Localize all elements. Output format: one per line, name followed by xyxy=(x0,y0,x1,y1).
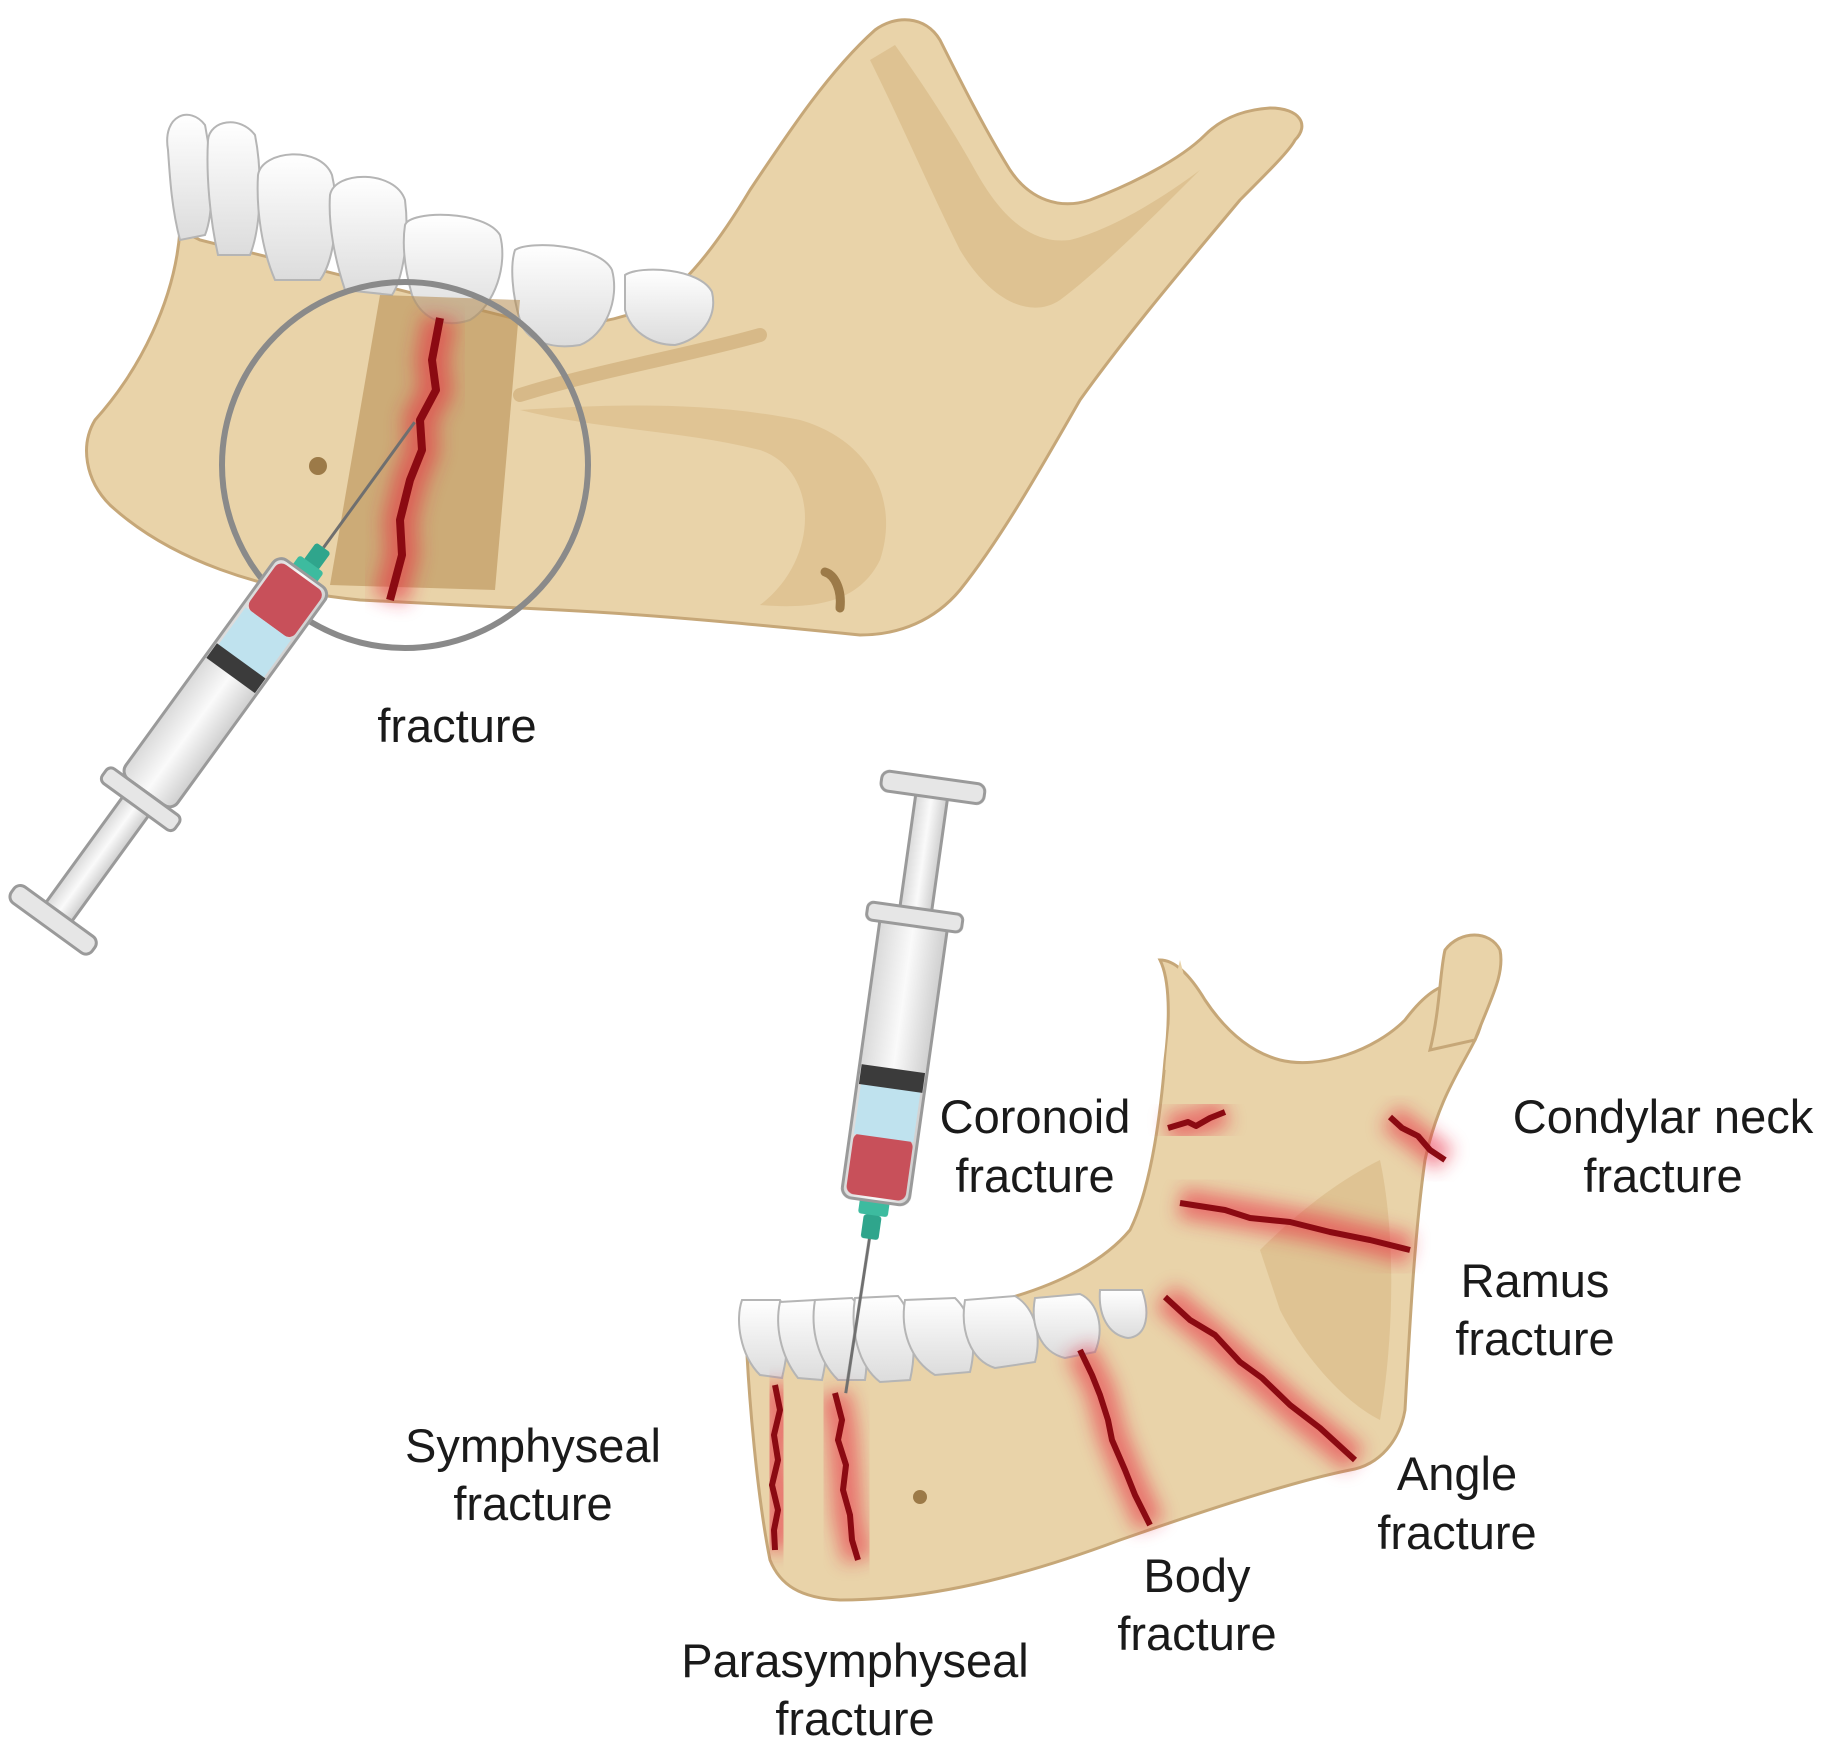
condylar-neck-label: Condylar neck fracture xyxy=(1513,1090,1814,1202)
condylar-neck-fracture-line xyxy=(1387,1114,1447,1163)
parasymphyseal-label-line2: fracture xyxy=(775,1692,934,1745)
coronoid-label: Coronoid fracture xyxy=(940,1090,1131,1202)
ramus-fracture-line xyxy=(1179,1200,1411,1253)
syringe-icon xyxy=(840,769,987,1394)
parasymphyseal-label: Parasymphyseal fracture xyxy=(681,1634,1028,1745)
bottom-condyle xyxy=(1427,933,1503,1052)
symphyseal-label: Symphyseal fracture xyxy=(405,1419,661,1530)
bottom-fracture-lines xyxy=(769,1109,1447,1561)
angle-label-line1: Angle xyxy=(1397,1447,1517,1500)
coronoid-fracture-line xyxy=(1167,1109,1227,1131)
top-teeth xyxy=(166,113,715,348)
syringe-icon xyxy=(8,421,416,956)
parasymphyseal-label-line1: Parasymphyseal xyxy=(681,1634,1028,1687)
symphyseal-fracture-line xyxy=(769,1384,783,1551)
top-ramus-shadow xyxy=(870,45,1200,308)
angle-label: Angle fracture xyxy=(1377,1447,1536,1559)
body-label: Body fracture xyxy=(1117,1549,1276,1660)
parasymphyseal-fracture-line xyxy=(832,1392,861,1561)
angle-fracture-line xyxy=(1162,1294,1358,1463)
bottom-mental-foramen xyxy=(913,1490,927,1504)
top-fracture-label: fracture xyxy=(377,699,536,752)
body-label-line2: fracture xyxy=(1117,1607,1276,1660)
ramus-label: Ramus fracture xyxy=(1455,1254,1614,1365)
top-mental-foramen xyxy=(309,457,327,475)
top-mylohyoid-ridge xyxy=(513,328,767,402)
angle-label-line2: fracture xyxy=(1377,1506,1536,1559)
top-mandible-icon xyxy=(85,18,1304,651)
bottom-coronoid-process xyxy=(1165,960,1215,1070)
coronoid-label-line2: fracture xyxy=(955,1149,1114,1202)
symphyseal-label-line2: fracture xyxy=(453,1477,612,1530)
condylar-neck-label-line2: fracture xyxy=(1583,1149,1742,1202)
top-body-shadow xyxy=(520,405,887,607)
ramus-label-line2: fracture xyxy=(1455,1312,1614,1365)
ramus-label-line1: Ramus xyxy=(1461,1254,1610,1307)
bottom-mandible-icon xyxy=(738,933,1503,1602)
condylar-neck-label-line1: Condylar neck xyxy=(1513,1090,1814,1143)
symphyseal-label-line1: Symphyseal xyxy=(405,1419,661,1472)
top-fracture-line xyxy=(386,317,444,602)
magnifier-circle-icon xyxy=(219,279,591,651)
body-label-line1: Body xyxy=(1143,1549,1251,1602)
coronoid-label-line1: Coronoid xyxy=(940,1090,1131,1143)
top-mandibular-notch xyxy=(820,567,845,613)
body-fracture-line xyxy=(1077,1348,1153,1527)
